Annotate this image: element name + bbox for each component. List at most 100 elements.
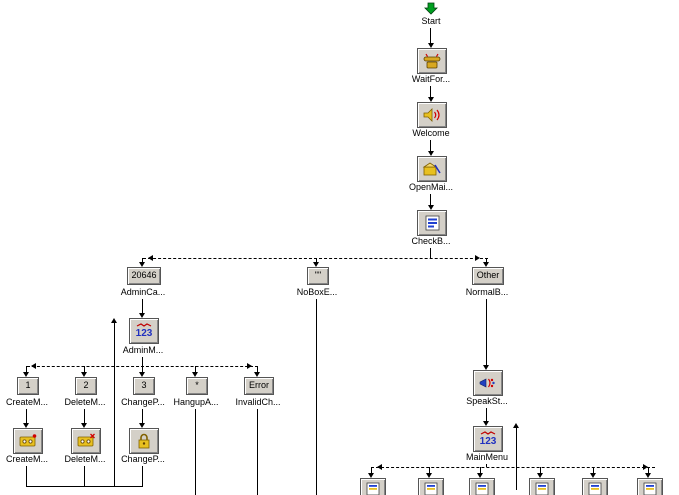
node-menu-option-4[interactable] xyxy=(529,478,555,495)
connector-line xyxy=(142,357,143,366)
case-box-empty[interactable]: "" xyxy=(307,267,329,285)
branch-connector-dashed xyxy=(371,467,655,468)
connector-line xyxy=(84,366,85,372)
node-menu-option-3[interactable] xyxy=(469,478,495,495)
action-icon xyxy=(475,482,489,495)
connector-line xyxy=(430,248,431,258)
node-label-speakstatement: SpeakSt... xyxy=(466,396,508,406)
arrowhead-right xyxy=(247,363,252,369)
action-icon xyxy=(366,482,380,495)
connector-line xyxy=(26,366,27,372)
arrowhead-left xyxy=(377,464,382,470)
arrowhead-down xyxy=(428,205,434,210)
arrowhead-down xyxy=(81,423,87,428)
connector-line xyxy=(316,299,317,495)
arrowhead-down xyxy=(428,43,434,48)
arrowhead-down xyxy=(483,262,489,267)
case-box-admin-number[interactable]: 20646 xyxy=(127,267,161,285)
touch-tone-menu-icon: 123 xyxy=(136,323,153,339)
connector-line xyxy=(26,486,143,487)
node-label-createmessage: CreateM... xyxy=(5,454,49,464)
start-icon[interactable] xyxy=(424,2,438,15)
connector-line xyxy=(516,428,517,490)
connector-line xyxy=(540,467,541,473)
connector-line xyxy=(430,194,431,205)
connector-line xyxy=(486,464,487,467)
node-speakstatement[interactable] xyxy=(473,370,503,396)
arrowhead-down xyxy=(23,372,29,377)
node-waitforcall[interactable] xyxy=(417,48,447,74)
case-box-1[interactable]: 1 xyxy=(17,377,39,395)
connector-line xyxy=(142,258,143,262)
case-box-star[interactable]: * xyxy=(186,377,208,395)
arrowhead-down xyxy=(254,372,260,377)
node-label-deletemessage: DeleteM... xyxy=(64,454,106,464)
arrowhead-down xyxy=(428,97,434,102)
connector-line xyxy=(142,366,143,372)
node-mainmenu[interactable]: 123 xyxy=(473,426,503,452)
form-icon xyxy=(425,215,440,231)
connector-line xyxy=(371,467,372,473)
case-box-other[interactable]: Other xyxy=(472,267,504,285)
branch-label-hangup: HangupA... xyxy=(173,397,219,407)
arrowhead-down xyxy=(368,473,374,478)
node-label-welcome: Welcome xyxy=(412,128,450,138)
node-checkbox-number[interactable] xyxy=(417,210,447,236)
node-openmailbox[interactable] xyxy=(417,156,447,182)
node-adminmenu[interactable]: 123 xyxy=(129,318,159,344)
action-icon xyxy=(424,482,438,495)
delete-message-icon xyxy=(77,433,95,447)
connector-line xyxy=(257,366,258,372)
action-icon xyxy=(535,482,549,495)
connector-line xyxy=(486,408,487,421)
connector-line xyxy=(26,409,27,423)
arrowhead-down xyxy=(81,372,87,377)
connector-line xyxy=(142,409,143,423)
connector-line xyxy=(430,28,431,43)
case-box-3[interactable]: 3 xyxy=(133,377,155,395)
mailbox-icon xyxy=(422,162,441,176)
connector-line xyxy=(195,409,196,495)
branch-label-admincall: AdminCa... xyxy=(120,287,166,297)
node-menu-option-1[interactable] xyxy=(360,478,386,495)
node-label-start: Start xyxy=(421,16,441,26)
action-icon xyxy=(588,482,602,495)
arrowhead-down xyxy=(477,473,483,478)
arrowhead-down xyxy=(192,372,198,377)
arrowhead-left xyxy=(31,363,36,369)
connector-line xyxy=(257,409,258,495)
connector-line xyxy=(142,466,143,486)
node-menu-option-6[interactable] xyxy=(637,478,663,495)
branch-label-invalid: InvalidCh... xyxy=(235,397,281,407)
node-menu-option-5[interactable] xyxy=(582,478,608,495)
node-menu-option-2[interactable] xyxy=(418,478,444,495)
lock-icon xyxy=(138,433,150,449)
connector-line xyxy=(430,86,431,97)
branch-label-createmsg: CreateM... xyxy=(5,397,49,407)
node-welcome[interactable] xyxy=(417,102,447,128)
case-box-2[interactable]: 2 xyxy=(75,377,97,395)
arrowhead-up xyxy=(513,423,519,428)
svg-text:123: 123 xyxy=(136,328,153,339)
arrowhead-right xyxy=(643,464,648,470)
arrowhead-down xyxy=(645,473,651,478)
branch-label-deletemsg: DeleteM... xyxy=(64,397,106,407)
phone-icon xyxy=(423,53,441,69)
case-box-error[interactable]: Error xyxy=(244,377,274,395)
node-deletemessage[interactable] xyxy=(71,428,101,454)
branch-connector-dashed xyxy=(143,258,488,259)
record-message-icon xyxy=(19,434,37,447)
connector-line xyxy=(429,467,430,473)
arrowhead-down xyxy=(483,365,489,370)
arrowhead-down xyxy=(139,313,145,318)
branch-label-nobox: NoBoxE... xyxy=(296,287,338,297)
connector-line xyxy=(593,467,594,473)
node-createmessage[interactable] xyxy=(13,428,43,454)
connector-line xyxy=(486,258,487,262)
connector-line xyxy=(648,467,649,473)
node-changepassword[interactable] xyxy=(129,428,159,454)
node-label-changepassword: ChangeP... xyxy=(121,454,165,464)
connector-line xyxy=(142,299,143,313)
arrowhead-down xyxy=(426,473,432,478)
